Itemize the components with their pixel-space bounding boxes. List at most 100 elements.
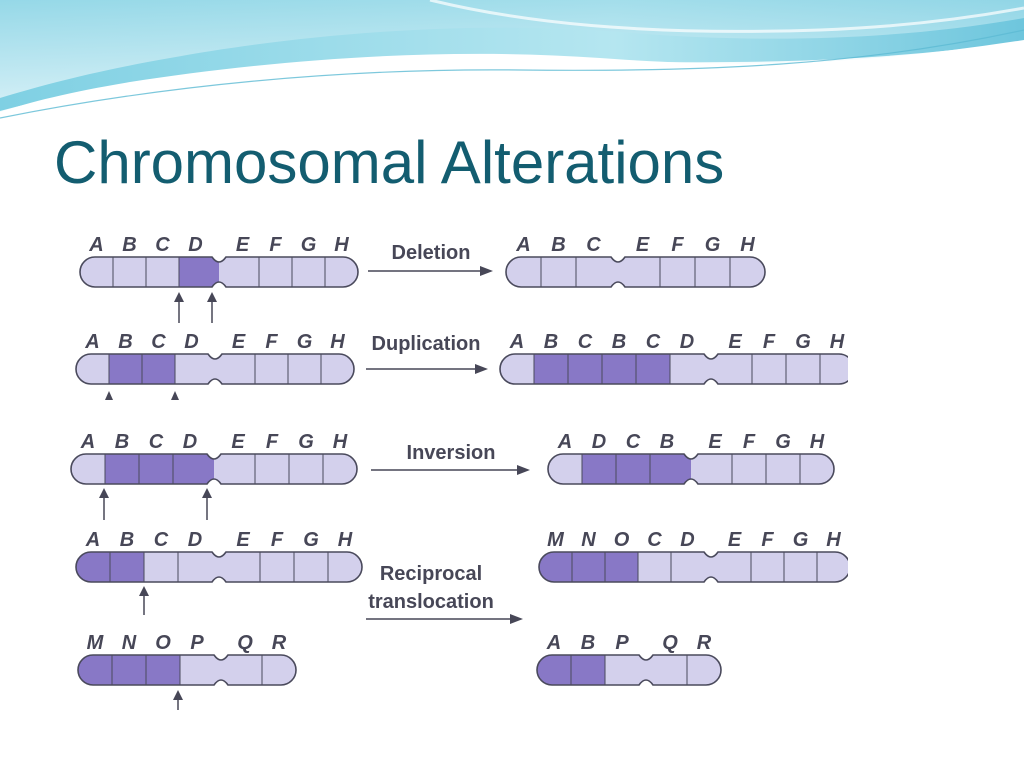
chromosome-band [144, 552, 178, 582]
gene-label: R [272, 632, 287, 654]
chromosome-band [800, 454, 834, 484]
gene-label: F [761, 529, 774, 551]
gene-label: G [303, 529, 319, 551]
gene-label: B [544, 331, 558, 353]
chromosome-band [142, 354, 175, 384]
gene-label: E [636, 234, 650, 256]
chromosome-outline [505, 256, 766, 288]
chromosome-outline [547, 453, 835, 485]
gene-label: D [188, 234, 202, 256]
chromosome-band [751, 552, 784, 582]
chromosome-band [260, 552, 294, 582]
chromosome-alterations-diagram: Deletion Duplication Inversion Reciproca… [70, 234, 848, 710]
chromosome-band [146, 655, 180, 685]
chromosome-band [616, 454, 650, 484]
duplication-label: Duplication [372, 333, 481, 355]
gene-label: G [705, 234, 721, 256]
gene-label: C [154, 529, 169, 551]
chromosome-band [289, 454, 323, 484]
gene-label: B [551, 234, 565, 256]
chromosome-band [219, 257, 259, 287]
chromosome-band [178, 552, 219, 582]
gene-label: O [155, 632, 171, 654]
gene-label: B [660, 431, 674, 453]
breakpoint-arrow-up-icon [99, 488, 109, 520]
breakpoint-arrows [99, 292, 217, 710]
chromosome-band [537, 655, 571, 685]
gene-label: B [581, 632, 595, 654]
chromosome-band [548, 454, 582, 484]
chromosome-band [323, 454, 357, 484]
chromosome-band [732, 454, 766, 484]
chromosome-band [109, 354, 142, 384]
chromosome-band [711, 552, 751, 582]
breakpoint-arrow-up-icon [139, 586, 149, 615]
gene-label: E [708, 431, 722, 453]
chromosome-band [255, 454, 289, 484]
chromosome-band [730, 257, 765, 287]
gene-label: F [763, 331, 776, 353]
gene-label: B [118, 331, 132, 353]
gene-label: F [265, 331, 278, 353]
deletion-arrow [368, 266, 493, 276]
gene-label: F [269, 234, 282, 256]
chromosome-band [618, 257, 660, 287]
duplication-arrow [366, 364, 488, 374]
gene-label: G [301, 234, 317, 256]
chromosome-band [113, 257, 146, 287]
chromosome-band [110, 552, 144, 582]
chromosome-band [175, 354, 215, 384]
inversion-operation: Inversion [371, 442, 530, 475]
chromosome-band [325, 257, 358, 287]
chromosome-band [506, 257, 541, 287]
gene-label: H [830, 331, 845, 353]
chromosome-band [671, 552, 711, 582]
gene-label: H [330, 331, 345, 353]
chromosome-band [646, 655, 687, 685]
gene-label: C [647, 529, 662, 551]
chromosome-band [602, 354, 636, 384]
gene-label: D [592, 431, 606, 453]
chromosome-band [820, 354, 848, 384]
chromosome-band [215, 354, 255, 384]
chromosome-band [695, 257, 730, 287]
gene-label: H [338, 529, 353, 551]
chromosome-band [173, 454, 214, 484]
chromosome-band [259, 257, 292, 287]
gene-label: D [183, 431, 197, 453]
gene-label: A [84, 331, 99, 353]
chromosome-band [76, 354, 109, 384]
gene-label: N [122, 632, 137, 654]
chromosome-band [292, 257, 325, 287]
gene-label: C [578, 331, 593, 353]
inversion-label: Inversion [407, 442, 496, 464]
chromosome-band [112, 655, 146, 685]
chromosome-band [650, 454, 691, 484]
gene-label: M [87, 632, 105, 654]
chromosome-band [288, 354, 321, 384]
chromosome-outline [538, 551, 848, 583]
gene-label: G [795, 331, 811, 353]
chromosome-band [321, 354, 354, 384]
gene-label: R [697, 632, 712, 654]
gene-label: F [671, 234, 684, 256]
chromosome-band [568, 354, 602, 384]
chromosome-band [139, 454, 173, 484]
breakpoint-arrow-up-icon [207, 292, 217, 323]
chromosome-band [328, 552, 362, 582]
chromosome-band [214, 454, 255, 484]
chromosome-band [817, 552, 848, 582]
chromosome-band [605, 655, 646, 685]
chromosome-band [687, 655, 721, 685]
gene-label: D [680, 331, 694, 353]
chromosome-outline [77, 654, 297, 686]
gene-label: G [297, 331, 313, 353]
